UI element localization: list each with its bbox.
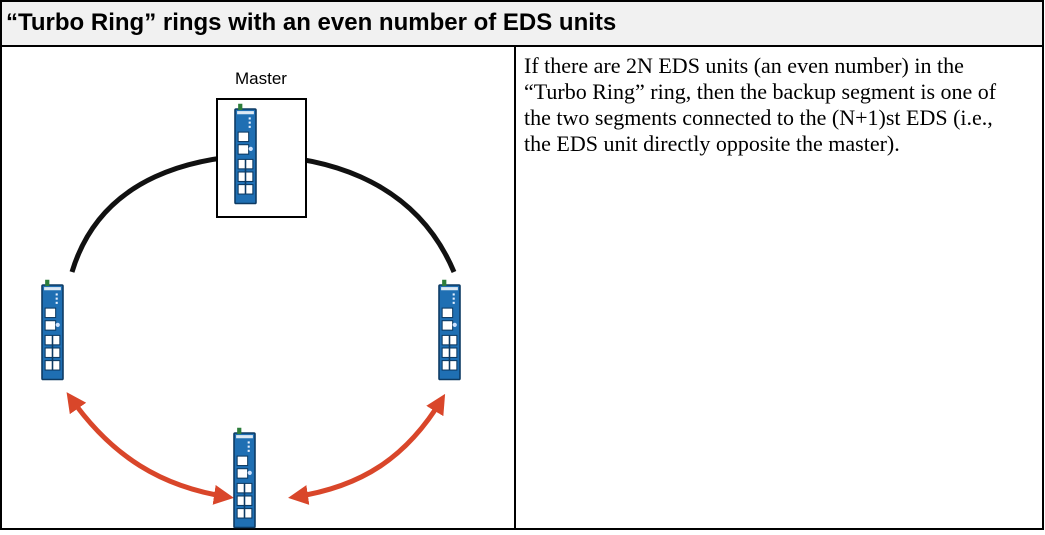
section-title: “Turbo Ring” rings with an even number o… [6,9,617,36]
backup-arrow-left [66,392,234,505]
backup-arrow-right [288,393,446,505]
title-row: “Turbo Ring” rings with an even number o… [2,2,1042,47]
description-text: If there are 2N EDS units (an even numbe… [524,53,997,156]
switch-icon-master [234,102,257,205]
switch-icon-right [438,278,461,381]
column-divider [514,47,516,530]
master-label: Master [235,69,287,88]
switch-icon-bottom [233,426,256,529]
switch-icon-left [41,278,64,381]
master-box [216,98,307,218]
turbo-ring-diagram: Master [2,47,514,530]
